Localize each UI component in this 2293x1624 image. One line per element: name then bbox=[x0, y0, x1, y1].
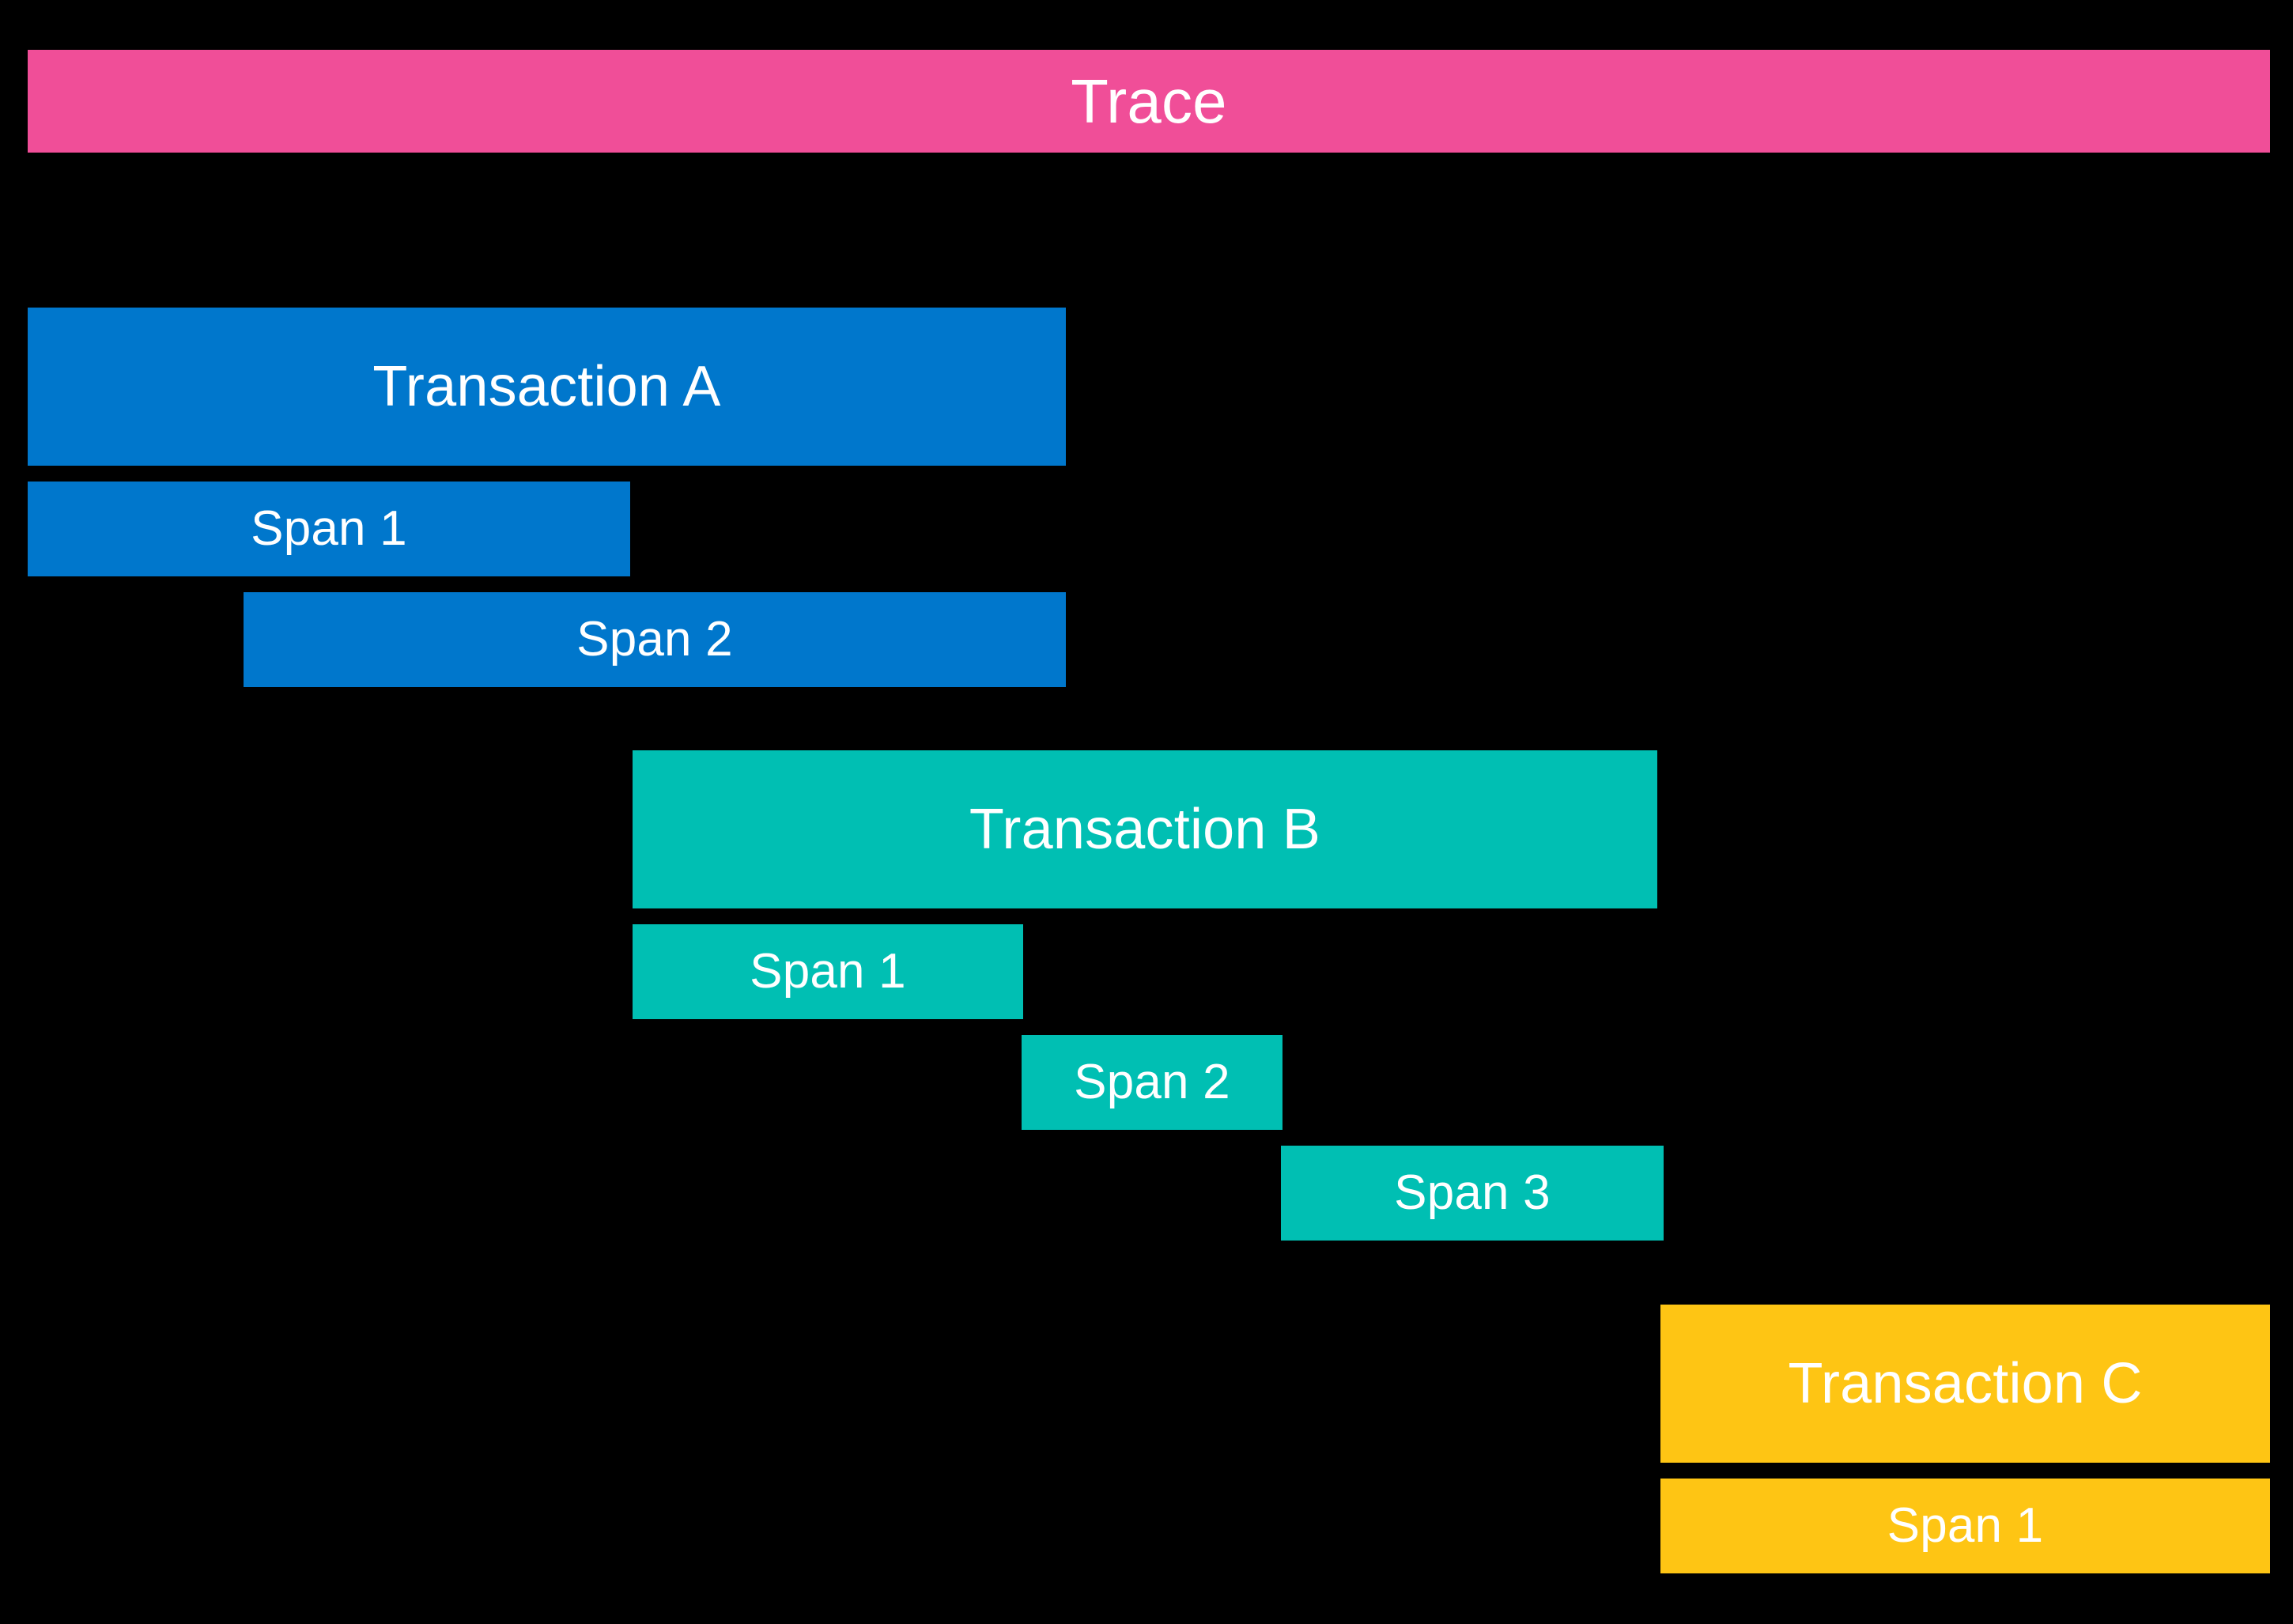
span-bar-transaction-b-span-2[interactable]: Span 2 bbox=[1022, 1035, 1282, 1130]
transaction-b-span-1-label: Span 1 bbox=[750, 944, 906, 999]
transaction-bar-transaction-b[interactable]: Transaction B bbox=[633, 750, 1657, 908]
transaction-b-span-3-label: Span 3 bbox=[1394, 1165, 1551, 1220]
span-bar-transaction-c-span-1[interactable]: Span 1 bbox=[1660, 1479, 2270, 1573]
trace-bar[interactable]: Trace bbox=[28, 50, 2270, 153]
transaction-a-span-2-label: Span 2 bbox=[576, 612, 733, 667]
transaction-c-span-1-label: Span 1 bbox=[1887, 1498, 2044, 1553]
span-bar-transaction-a-span-1[interactable]: Span 1 bbox=[28, 482, 630, 576]
span-bar-transaction-a-span-2[interactable]: Span 2 bbox=[244, 592, 1066, 687]
transaction-bar-transaction-c[interactable]: Transaction C bbox=[1660, 1305, 2270, 1463]
trace-label: Trace bbox=[1071, 66, 1227, 136]
transaction-a-label: Transaction A bbox=[372, 355, 721, 418]
transaction-bar-transaction-a[interactable]: Transaction A bbox=[28, 308, 1066, 466]
transaction-a-span-1-label: Span 1 bbox=[251, 501, 407, 556]
transaction-c-label: Transaction C bbox=[1788, 1352, 2143, 1415]
transaction-b-label: Transaction B bbox=[969, 798, 1321, 861]
transaction-b-span-2-label: Span 2 bbox=[1074, 1055, 1230, 1109]
span-bar-transaction-b-span-1[interactable]: Span 1 bbox=[633, 924, 1023, 1019]
span-bar-transaction-b-span-3[interactable]: Span 3 bbox=[1281, 1146, 1664, 1241]
